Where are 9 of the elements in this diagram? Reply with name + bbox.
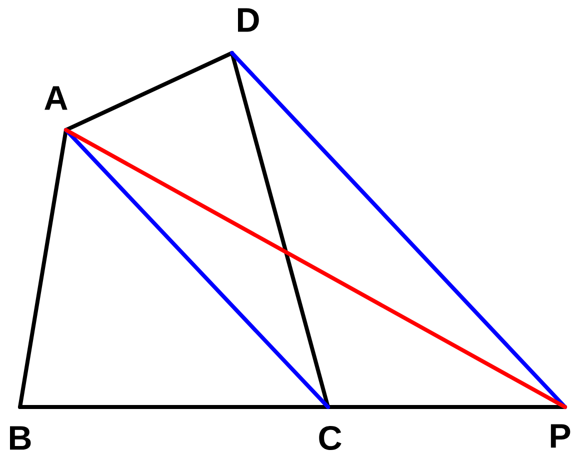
point-label: B: [10, 426, 31, 450]
line-segment: [326, 405, 567, 409]
point-label: P: [550, 424, 570, 448]
line-segment: [64, 128, 567, 409]
line-segment: [18, 405, 330, 409]
point-label: C: [319, 426, 342, 450]
point-label: D: [238, 8, 259, 32]
line-segment: [18, 128, 68, 409]
point-label: A: [44, 86, 68, 110]
